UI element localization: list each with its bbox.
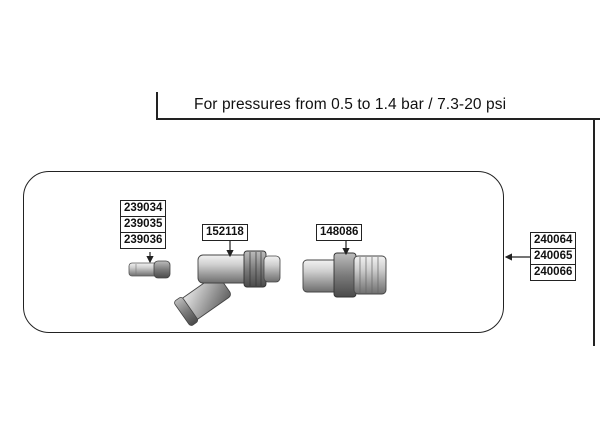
adapter-part	[302, 252, 387, 298]
nozzle-code-3: 239036	[120, 233, 167, 249]
kit-code-2: 240065	[530, 249, 577, 265]
nozzle-code-1: 239034	[120, 200, 167, 217]
kit-code-stack: 240064 240065 240066	[530, 232, 577, 281]
right-divider	[593, 120, 595, 346]
nozzle-code-stack: 239034 239035 239036	[120, 200, 167, 249]
kit-code-3: 240066	[530, 265, 577, 281]
nozzle-code-2: 239035	[120, 217, 167, 233]
header-bracket-vertical	[156, 92, 158, 120]
elbow-code: 152118	[202, 224, 248, 241]
nozzle-part	[128, 260, 171, 279]
adapter-code-stack: 148086	[316, 224, 363, 241]
elbow-fitting-part	[174, 250, 281, 326]
elbow-code-stack: 152118	[202, 224, 248, 241]
adapter-code: 148086	[316, 224, 363, 241]
kit-code-1: 240064	[530, 232, 577, 249]
pressure-range-title: For pressures from 0.5 to 1.4 bar / 7.3-…	[194, 96, 507, 113]
header-bracket-horizontal	[156, 118, 600, 120]
parts-group-frame	[23, 171, 504, 333]
